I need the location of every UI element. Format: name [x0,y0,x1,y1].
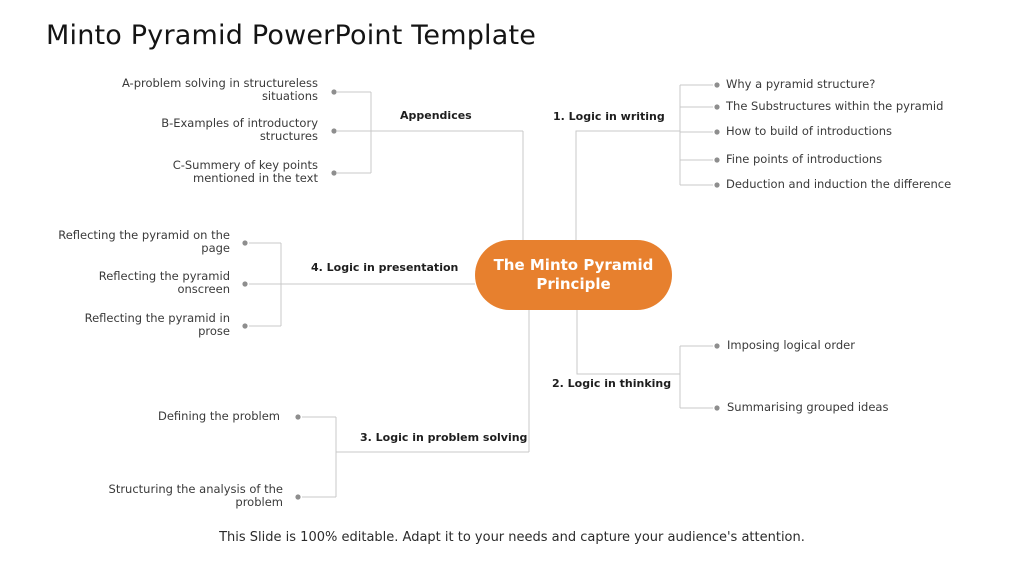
problem-solving-item-2: Structuring the analysis of the problem [108,482,283,510]
presentation-item-2: Reflecting the pyramid onscreen [98,269,230,297]
branch-label-writing: 1. Logic in writing [553,110,665,123]
appendices-item-a: A-problem solving in structureless situa… [121,76,318,104]
writing-item-5: Deduction and induction the difference [726,177,952,191]
writing-item-1: Why a pyramid structure? [726,77,876,91]
writing-dots [714,82,720,188]
presentation-dots [242,240,248,329]
thinking-item-1: Imposing logical order [727,338,855,352]
writing-item-4: Fine points of introductions [726,152,883,166]
appendices-item-c: C-Summery of key points mentioned in the… [172,158,318,186]
footer-note: This Slide is 100% editable. Adapt it to… [219,530,805,545]
writing-item-2: The Substructures within the pyramid [726,99,944,113]
writing-item-3: How to build of introductions [726,124,893,138]
presentation-item-1: Reflecting the pyramid on the page [58,228,230,256]
problem-solving-dots [295,414,301,500]
problem-solving-item-1: Defining the problem [157,409,280,423]
branch-label-appendices: Appendices [400,109,472,122]
appendices-dots [331,89,337,176]
thinking-dots [714,343,720,411]
appendices-item-b: B-Examples of introductory structures [161,116,318,144]
problem-solving-connector [302,310,530,498]
thinking-item-2: Summarising grouped ideas [727,400,889,414]
slide-title: Minto Pyramid PowerPoint Template [46,20,537,51]
thinking-connector [576,310,713,409]
writing-connector [575,84,713,240]
branch-label-problem-solving: 3. Logic in problem solving [360,431,528,444]
presentation-connector [249,242,475,327]
center-node: The Minto Pyramid Principle [475,240,672,310]
branch-label-thinking: 2. Logic in thinking [552,377,672,390]
branch-label-presentation: 4. Logic in presentation [311,261,459,274]
presentation-item-3: Reflecting the pyramid in prose [84,311,230,339]
appendices-connector [337,91,524,240]
